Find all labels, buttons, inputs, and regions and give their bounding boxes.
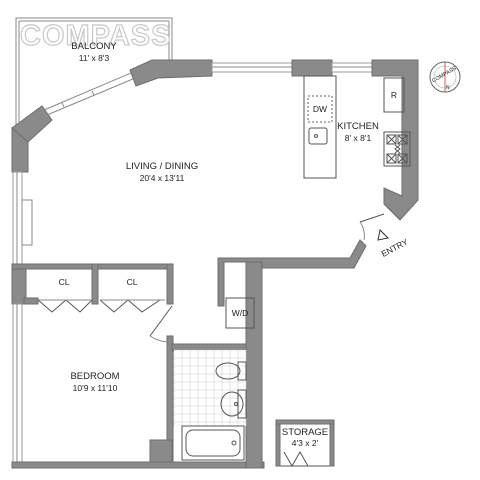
- compass-watermark: COMPASS: [20, 20, 171, 52]
- washer-dryer-icon: [225, 297, 255, 329]
- living-name: LIVING / DINING: [126, 161, 198, 172]
- kitchen-name: KITCHEN: [337, 121, 379, 132]
- bedroom-size: 10'9 x 11'10: [73, 383, 118, 393]
- compass-rose-icon: COMPASS N: [429, 61, 461, 93]
- refrigerator-icon: [383, 77, 405, 113]
- balcony-area: [15, 17, 173, 125]
- washer-dryer-label: W/D: [232, 308, 249, 318]
- toilet-icon: [215, 361, 247, 381]
- storage-size: 4'3 x 2': [292, 438, 319, 448]
- exterior-walls: [11, 59, 419, 469]
- bathroom-sink-icon: [220, 389, 247, 419]
- entry-arrow-icon: [377, 228, 390, 241]
- dishwasher-label: DW: [313, 104, 327, 114]
- compass-north-label: N: [446, 85, 450, 91]
- closet-1-label: CL: [59, 277, 70, 287]
- closet-doors: [37, 299, 165, 313]
- bathtub-icon: [181, 425, 245, 461]
- storage-closet: [275, 419, 335, 468]
- stove-icon: [383, 131, 411, 167]
- kitchen-island: [303, 75, 337, 179]
- entry-door: [359, 213, 385, 241]
- balcony-size: 11' x 8'3: [79, 53, 110, 63]
- storage-name: STORAGE: [282, 427, 328, 438]
- kitchen-size: 8' x 8'1: [345, 133, 372, 143]
- bedroom-name: BEDROOM: [70, 371, 119, 382]
- entry-label: ENTRY: [380, 236, 410, 258]
- bathroom-floor: [173, 349, 247, 426]
- living-size: 20'4 x 13'11: [140, 173, 185, 183]
- refrigerator-label: R: [391, 90, 397, 100]
- bedroom-door: [149, 305, 173, 343]
- closet-2-label: CL: [127, 277, 138, 287]
- balcony-name: BALCONY: [71, 41, 117, 52]
